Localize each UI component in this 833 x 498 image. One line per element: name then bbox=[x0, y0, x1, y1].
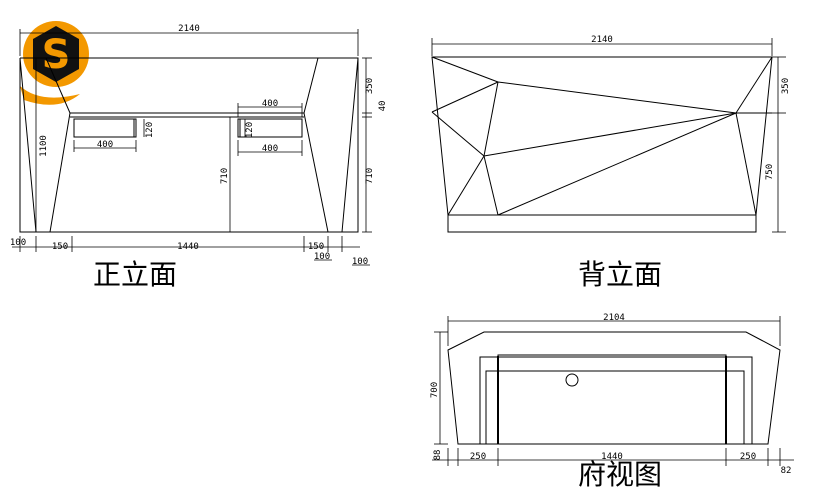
front-dim-seg-right-outer-b: 100 bbox=[352, 257, 368, 267]
front-dim-inner-height: 710 bbox=[220, 168, 230, 184]
front-dim-drawer-right-width: 400 bbox=[262, 99, 278, 109]
back-dim-upper-height: 350 bbox=[781, 78, 791, 94]
front-dim-drawer-right-bottom: 400 bbox=[262, 144, 278, 154]
front-drawer-right bbox=[237, 118, 303, 138]
front-outline bbox=[19, 57, 359, 233]
back-base bbox=[447, 214, 757, 233]
back-dim-lower-height: 750 bbox=[765, 164, 775, 180]
front-drawer-left bbox=[73, 118, 137, 138]
top-dim-middle-seg: 1440 bbox=[601, 452, 623, 462]
cable-hole-icon bbox=[565, 373, 579, 387]
front-dim-seg-right-inner: 150 bbox=[308, 242, 324, 252]
front-dim-seg-middle: 1440 bbox=[177, 242, 199, 252]
back-dim-total-width: 2140 bbox=[591, 35, 613, 45]
front-dim-left-height: 1100 bbox=[39, 135, 49, 157]
back-view: 2140 350 750 背立面 bbox=[431, 35, 791, 291]
front-dim-total-width: 2140 bbox=[178, 24, 200, 34]
front-dim-offset: 40 bbox=[378, 101, 388, 112]
front-dim-drawer-right-height: 120 bbox=[245, 122, 255, 138]
company-logo: S bbox=[20, 21, 89, 105]
top-dim-right-small: 82 bbox=[781, 466, 792, 476]
logo-hexagon bbox=[33, 26, 79, 82]
front-view: 2140 1100 710 400 120 400 bbox=[10, 24, 388, 291]
back-view-title: 背立面 bbox=[578, 258, 662, 291]
front-dim-lower-height: 710 bbox=[365, 168, 375, 184]
logo-swoosh bbox=[20, 86, 80, 105]
top-desk-inner bbox=[497, 354, 727, 445]
top-dim-left-small: 88 bbox=[433, 450, 443, 461]
front-dim-drawer-left-width: 400 bbox=[97, 140, 113, 150]
front-dim-seg-left-outer: 100 bbox=[10, 238, 26, 248]
front-dim-seg-right-outer-a: 100 bbox=[314, 252, 330, 262]
top-dim-right-seg: 250 bbox=[740, 452, 756, 462]
top-view-title: 府视图 bbox=[578, 458, 662, 491]
top-dim-depth: 700 bbox=[430, 382, 440, 398]
front-dim-upper-height: 350 bbox=[365, 78, 375, 94]
top-outline bbox=[447, 331, 781, 445]
front-dim-drawer-left-height: 120 bbox=[145, 122, 155, 138]
front-dim-seg-left-inner: 150 bbox=[52, 242, 68, 252]
top-view: 2104 700 88 250 1440 250 82 府视图 bbox=[430, 313, 794, 491]
logo-letter: S bbox=[42, 32, 71, 78]
top-dim-total-width: 2104 bbox=[603, 313, 625, 323]
front-view-title: 正立面 bbox=[93, 258, 177, 291]
top-dim-left-seg: 250 bbox=[470, 452, 486, 462]
